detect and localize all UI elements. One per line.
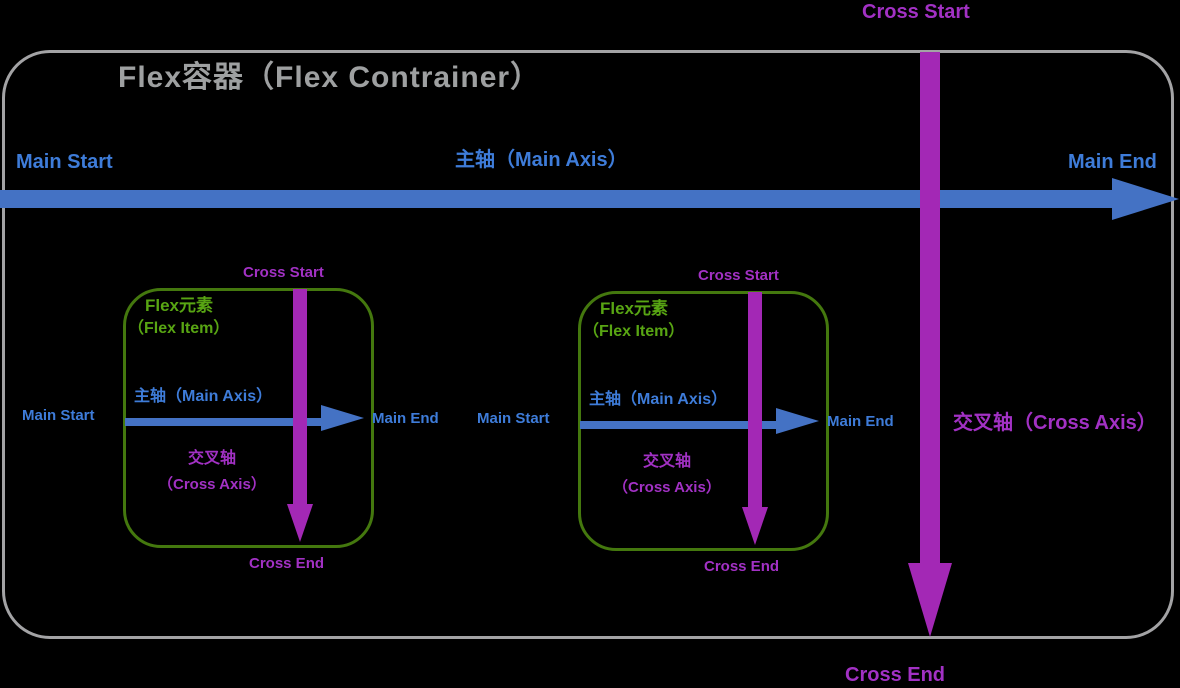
arrowhead-down-icon [908, 563, 952, 637]
item-cross-axis-bar [293, 289, 307, 505]
item-main-start-label: Main Start [477, 410, 550, 427]
item-cross-axis-label-line1: 交叉轴 [188, 450, 237, 467]
flex-item-1: Cross Start Flex元素 （Flex Item） 主轴（Main A… [0, 260, 460, 580]
item-main-axis-label: 主轴（Main Axis） [589, 391, 728, 408]
item-cross-end-label: Cross End [704, 558, 780, 575]
item-cross-axis-bar [748, 292, 762, 508]
arrowhead-right-icon [1112, 178, 1179, 220]
flex-item-subtitle: （Flex Item） [128, 320, 230, 337]
container-main-end-label: Main End [1068, 151, 1157, 173]
item-cross-start-label: Cross Start [243, 264, 324, 281]
container-cross-axis-label: 交叉轴（Cross Axis） [953, 412, 1157, 434]
item-cross-axis-label-line2: （Cross Axis） [613, 479, 721, 496]
item-cross-axis-label-line1: 交叉轴 [643, 453, 692, 470]
item-main-axis-label: 主轴（Main Axis） [134, 388, 273, 405]
flex-container-title: Flex容器（Flex Contrainer） [118, 61, 542, 94]
item-main-end-label: Main End [372, 410, 439, 427]
arrowhead-right-icon [776, 408, 819, 434]
flex-item-title: Flex元素 [145, 296, 214, 315]
container-cross-start-label: Cross Start [862, 1, 970, 23]
container-cross-end-label: Cross End [845, 664, 946, 686]
flex-item-title: Flex元素 [600, 299, 669, 318]
item-main-axis-bar [125, 418, 324, 426]
container-main-axis-label: 主轴（Main Axis） [455, 149, 628, 171]
item-cross-axis-label-line2: （Cross Axis） [158, 476, 266, 493]
container-cross-axis-bar [920, 52, 940, 564]
flex-item-subtitle: （Flex Item） [583, 323, 685, 340]
flex-container-outline [2, 50, 1174, 639]
item-main-axis-bar [580, 421, 779, 429]
item-cross-end-label: Cross End [249, 555, 325, 572]
item-main-start-label: Main Start [22, 407, 95, 424]
arrowhead-right-icon [321, 405, 364, 431]
container-main-start-label: Main Start [16, 151, 113, 173]
container-main-axis-bar [0, 190, 1116, 208]
arrowhead-down-icon [287, 504, 313, 542]
flex-item-outline [123, 288, 374, 548]
arrowhead-down-icon [742, 507, 768, 545]
flex-item-outline [578, 291, 829, 551]
flex-item-2: Cross Start Flex元素 （Flex Item） 主轴（Main A… [455, 263, 915, 583]
item-cross-start-label: Cross Start [698, 267, 779, 284]
item-main-end-label: Main End [827, 413, 894, 430]
